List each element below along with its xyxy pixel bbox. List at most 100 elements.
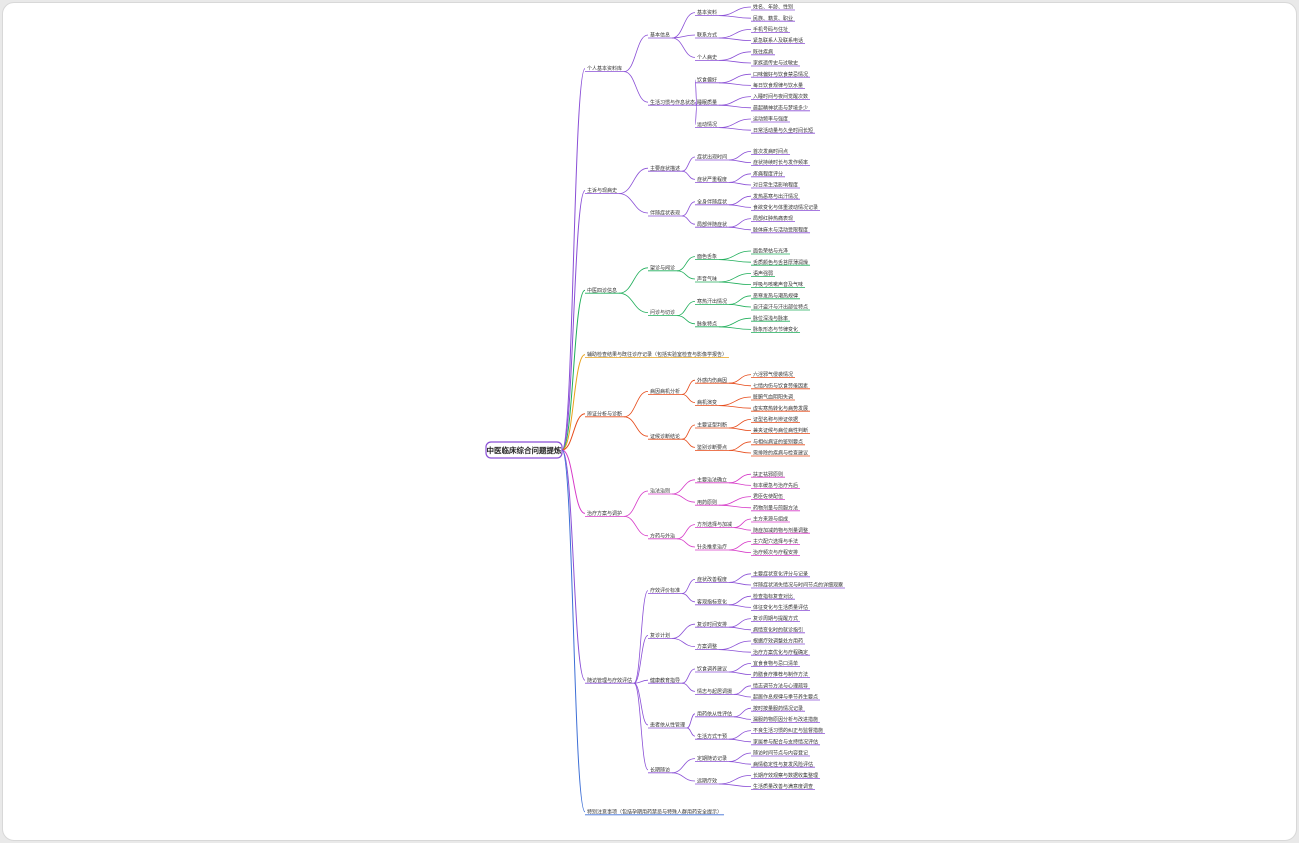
node-level-4[interactable]: 按时按量服药情况记录	[753, 705, 803, 712]
node-level-3[interactable]: 症状严重程度	[697, 176, 727, 183]
node-level-4[interactable]: 主穴配穴选择与手法	[753, 538, 798, 545]
node-level-3[interactable]: 主要证型判断	[697, 422, 727, 429]
node-level-2[interactable]: 方药与外治	[650, 532, 675, 539]
node-level-4[interactable]: 体征变化与生活质量评估	[753, 604, 808, 611]
node-level-4[interactable]: 不良生活习惯的纠正与监督措施	[753, 727, 823, 734]
node-level-4[interactable]: 肢体麻木与活动受限程度	[753, 226, 808, 233]
node-level-4[interactable]: 呼吸与咳嗽声音及气味	[753, 281, 803, 288]
node-level-4[interactable]: 脉象形态与节律变化	[753, 326, 798, 333]
node-level-4[interactable]: 兼夹证候与病位病性判断	[753, 427, 808, 434]
node-level-3[interactable]: 定期随访记录	[697, 755, 727, 762]
root-node[interactable]: 中医临床综合问题提炼	[485, 441, 563, 459]
node-level-4[interactable]: 君臣佐使配伍	[753, 493, 783, 500]
node-level-3[interactable]: 生活方式干预	[697, 733, 727, 740]
node-level-3[interactable]: 个人病史	[697, 54, 717, 61]
node-level-4[interactable]: 主要症状变化评分与记录	[753, 570, 808, 577]
node-level-4[interactable]: 情志调节方法与心理疏导	[753, 682, 808, 689]
node-level-4[interactable]: 六淫邪气侵袭情况	[753, 371, 793, 378]
node-level-4[interactable]: 药膳食疗推荐与制作方法	[753, 671, 808, 678]
node-level-4[interactable]: 虚实寒热转化与病势发展	[753, 405, 808, 412]
node-level-4[interactable]: 与相似病证的鉴别要点	[753, 438, 803, 445]
node-level-4[interactable]: 药物剂量与煎服方法	[753, 504, 798, 511]
node-level-4[interactable]: 入睡时间与夜间觉醒次数	[753, 93, 808, 100]
node-level-4[interactable]: 七情内伤与饮食劳倦因素	[753, 382, 808, 389]
node-level-4[interactable]: 运动频率与强度	[753, 116, 788, 123]
node-level-4[interactable]: 日常活动量与久坐时间长短	[753, 127, 813, 134]
node-level-3[interactable]: 客观指标变化	[697, 598, 727, 605]
node-level-3[interactable]: 用药依从性评估	[697, 710, 732, 717]
node-level-3[interactable]: 远期疗效	[697, 778, 717, 785]
node-level-3[interactable]: 脉象特点	[697, 320, 717, 327]
node-level-2[interactable]: 治法治则	[650, 488, 670, 495]
node-level-3[interactable]: 方案调整	[697, 643, 717, 650]
node-level-1[interactable]: 随访管理与疗效评估	[587, 677, 632, 684]
node-level-3[interactable]: 声音气味	[697, 276, 717, 283]
node-level-4[interactable]: 语声强弱	[753, 270, 773, 277]
node-level-2[interactable]: 证候诊断结论	[650, 433, 680, 440]
node-level-4[interactable]: 既往疾病	[753, 48, 773, 55]
node-level-1[interactable]: 辨证分析与诊断	[587, 410, 622, 417]
mindmap[interactable]: 个人基本资料库基本信息基本资料姓名、年龄、性别民族、籍贯、职业联系方式手机号码与…	[3, 3, 1296, 840]
node-level-3[interactable]: 外感内伤病因	[697, 377, 727, 384]
node-level-3[interactable]: 局部伴随症状	[697, 221, 727, 228]
node-level-4[interactable]: 每日饮食规律与饮水量	[753, 82, 803, 89]
node-level-2[interactable]: 病因病机分析	[650, 388, 680, 395]
node-level-4[interactable]: 手机号码与住址	[753, 26, 788, 33]
node-level-2[interactable]: 基本信息	[650, 32, 670, 39]
node-level-3[interactable]: 症状改善程度	[697, 576, 727, 583]
node-level-3[interactable]: 复诊时间安排	[697, 621, 727, 628]
node-level-4[interactable]: 需排除的疾病与检查建议	[753, 450, 808, 457]
node-level-4[interactable]: 主方来源与组成	[753, 516, 788, 523]
node-level-3[interactable]: 全身伴随症状	[697, 198, 727, 205]
node-level-4[interactable]: 面色荣枯与光泽	[753, 248, 788, 255]
node-level-3[interactable]: 睡眠质量	[697, 99, 717, 106]
node-level-4[interactable]: 治疗方案优化与疗程确定	[753, 649, 808, 656]
node-level-4[interactable]: 紧急联系人及联系电话	[753, 37, 803, 44]
node-level-2[interactable]: 长期随访	[650, 766, 670, 773]
node-level-4[interactable]: 疼痛程度评分	[753, 170, 783, 177]
node-level-4[interactable]: 宜食食物与忌口清单	[753, 660, 798, 667]
node-level-1[interactable]: 辅助检查结果与既往诊疗记录（包括实验室检查与影像学报告）	[587, 351, 727, 358]
node-level-4[interactable]: 脏腑气血阴阳失调	[753, 394, 793, 401]
node-level-3[interactable]: 基本资料	[697, 9, 717, 16]
node-level-4[interactable]: 根据疗效调整处方用药	[753, 638, 803, 645]
node-level-4[interactable]: 伴随症状消失情况与时间节点的详细观察	[753, 582, 843, 589]
node-level-4[interactable]: 病情稳定性与复发风险评估	[753, 761, 813, 768]
node-level-4[interactable]: 起居作息规律与季节养生要点	[753, 694, 818, 701]
node-level-1[interactable]: 中医四诊信息	[587, 287, 617, 294]
node-level-3[interactable]: 症状出现时间	[697, 154, 727, 161]
node-level-4[interactable]: 舌质颜色与舌苔厚薄润燥	[753, 259, 808, 266]
node-level-4[interactable]: 生活质量改善与满意度调查	[753, 783, 813, 790]
node-level-4[interactable]: 脉位深浅与脉率	[753, 315, 788, 322]
node-level-4[interactable]: 长期疗效观察与数据收集整理	[753, 772, 818, 779]
node-level-3[interactable]: 用药原则	[697, 499, 717, 506]
node-level-2[interactable]: 复诊计划	[650, 632, 670, 639]
node-level-4[interactable]: 发热恶寒与出汗情况	[753, 193, 798, 200]
node-level-3[interactable]: 运动情况	[697, 121, 717, 128]
node-level-1[interactable]: 个人基本资料库	[587, 65, 622, 72]
node-level-4[interactable]: 随访时间节点与内容登记	[753, 750, 808, 757]
node-level-3[interactable]: 针灸推拿治疗	[697, 544, 727, 551]
node-level-2[interactable]: 主要症状描述	[650, 165, 680, 172]
node-level-3[interactable]: 面色舌象	[697, 253, 717, 260]
node-level-3[interactable]: 主要治法确立	[697, 476, 727, 483]
node-level-4[interactable]: 随症加减药物与剂量调整	[753, 527, 808, 534]
node-level-4[interactable]: 家族遗传史与过敏史	[753, 60, 798, 67]
node-level-4[interactable]: 证型名称与辨证依据	[753, 416, 798, 423]
node-level-1[interactable]: 主诉与现病史	[587, 187, 617, 194]
node-level-4[interactable]: 局部红肿热痛表现	[753, 215, 793, 222]
node-level-4[interactable]: 治疗频次与疗程安排	[753, 549, 798, 556]
node-level-4[interactable]: 标本缓急与治疗先后	[753, 482, 798, 489]
node-level-4[interactable]: 症状持续时长与发作频率	[753, 159, 808, 166]
node-level-3[interactable]: 病机演变	[697, 399, 717, 406]
node-level-3[interactable]: 饮食调养建议	[697, 666, 727, 673]
node-level-2[interactable]: 患者依从性管理	[650, 722, 685, 729]
node-level-3[interactable]: 寒热汗出情况	[697, 298, 727, 305]
node-level-4[interactable]: 晨起精神状态与梦境多少	[753, 104, 808, 111]
node-level-4[interactable]: 食欲变化与体重波动情况记录	[753, 204, 818, 211]
node-level-1[interactable]: 治疗方案与调护	[587, 510, 622, 517]
node-level-2[interactable]: 问诊与切诊	[650, 309, 675, 316]
node-level-2[interactable]: 健康教育指导	[650, 677, 680, 684]
node-level-4[interactable]: 口味偏好与饮食禁忌情况	[753, 71, 808, 78]
node-level-4[interactable]: 家属参与配合与支持情况评估	[753, 738, 818, 745]
